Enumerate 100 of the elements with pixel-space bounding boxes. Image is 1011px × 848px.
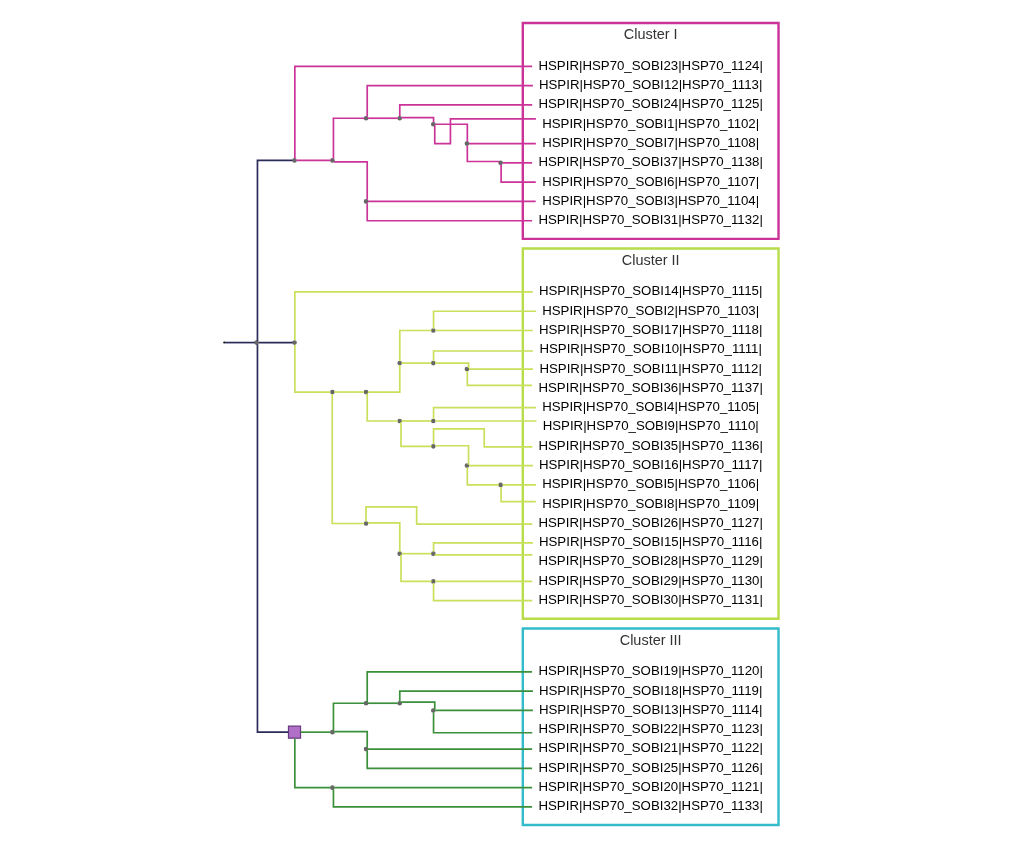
node-text: HSPIR|HSP70_SOBI17|HSP70_1118| <box>538 321 762 337</box>
connector <box>365 750 533 770</box>
connector <box>256 343 289 734</box>
connector <box>332 730 368 749</box>
connector <box>467 142 537 145</box>
node-text: HSPIR|HSP70_SOBI10|HSP70_1111| <box>538 341 762 357</box>
node-point <box>396 418 402 424</box>
node-text: HSPIR|HSP70_SOBI2|HSP70_1103| <box>541 302 759 318</box>
node-point <box>430 360 436 366</box>
node-point <box>329 729 335 735</box>
connector <box>365 671 533 703</box>
node-text: HSPIR|HSP70_SOBI14|HSP70_1115| <box>538 283 762 299</box>
connector <box>432 310 537 330</box>
connector <box>293 737 331 789</box>
node-point <box>396 360 402 366</box>
connector <box>399 554 432 583</box>
connector <box>499 163 537 183</box>
connector <box>366 364 401 393</box>
connector <box>400 116 434 124</box>
connector <box>466 370 533 387</box>
node-point <box>363 389 368 395</box>
connector <box>433 420 537 422</box>
connector <box>293 291 534 342</box>
connector <box>400 552 432 555</box>
node-text: HSPIR|HSP70_SOBI4|HSP70_1105| <box>541 399 759 415</box>
node-text: HSPIR|HSP70_SOBI21|HSP70_1122| <box>537 740 763 756</box>
connector <box>400 362 432 364</box>
node-text: HSPIR|HSP70_SOBI25|HSP70_1126| <box>537 759 763 775</box>
node-point <box>430 708 436 713</box>
connector <box>332 117 365 160</box>
node-point <box>430 418 436 424</box>
node-text: HSPIR|HSP70_SOBI35|HSP70_1136| <box>537 437 763 453</box>
node-point <box>430 579 436 584</box>
node-point <box>363 115 368 121</box>
node-text: HSPIR|HSP70_SOBI26|HSP70_1127| <box>537 514 763 530</box>
connector <box>366 117 399 120</box>
node-text: HSPIR|HSP70_SOBI15|HSP70_1116| <box>538 534 762 550</box>
node-point <box>363 521 368 526</box>
connector <box>467 464 534 467</box>
node-text: HSPIR|HSP70_SOBI8|HSP70_1109| <box>541 495 759 511</box>
node-point <box>430 121 436 127</box>
connector <box>432 406 537 420</box>
connector <box>365 392 399 422</box>
connector <box>366 748 533 750</box>
connector <box>332 161 368 201</box>
node-point <box>464 141 469 146</box>
connector <box>501 162 533 164</box>
connector <box>333 786 533 789</box>
node-text: HSPIR|HSP70_SOBI24|HSP70_1125| <box>537 96 763 112</box>
node-point <box>329 785 335 790</box>
connector <box>398 329 432 363</box>
node-text: HSPIR|HSP70_SOBI3|HSP70_1104| <box>541 192 759 208</box>
connector <box>365 84 534 118</box>
node-text: HSPIR|HSP70_SOBI7|HSP70_1108| <box>541 134 759 150</box>
node-text: HSPIR|HSP70_SOBI32|HSP70_1133| <box>537 798 763 814</box>
node-text: HSPIR|HSP70_SOBI6|HSP70_1107| <box>541 173 759 189</box>
connector <box>466 466 500 486</box>
node-point <box>430 328 436 333</box>
node-point <box>464 366 469 372</box>
connector <box>299 731 331 734</box>
connector <box>330 393 365 525</box>
connector <box>466 144 500 163</box>
connector <box>432 541 534 553</box>
connector <box>433 580 533 583</box>
connector <box>398 690 534 703</box>
node-point <box>396 115 402 121</box>
connector <box>433 554 533 556</box>
node-point <box>253 340 259 345</box>
node-point <box>396 700 402 706</box>
connector <box>432 350 534 363</box>
node-box <box>287 725 301 739</box>
node-text: HSPIR|HSP70_SOBI19|HSP70_1120| <box>537 663 763 679</box>
connector <box>399 701 436 710</box>
node-point <box>291 158 297 163</box>
connector <box>499 486 537 503</box>
connector <box>256 159 293 342</box>
connector <box>366 522 401 553</box>
connector <box>366 702 399 705</box>
node-point <box>291 340 297 345</box>
connector <box>295 159 331 162</box>
node-text: HSPIR|HSP70_SOBI13|HSP70_1114| <box>538 701 762 717</box>
connector <box>398 104 533 117</box>
connector <box>293 343 331 393</box>
connector <box>433 123 468 143</box>
node-text: HSPIR|HSP70_SOBI12|HSP70_1113| <box>538 77 762 93</box>
node-point <box>363 700 368 706</box>
node-text: HSPIR|HSP70_SOBI22|HSP70_1123| <box>537 721 763 737</box>
node-text: HSPIR|HSP70_SOBI23|HSP70_1124| <box>537 57 763 73</box>
connector <box>432 711 533 734</box>
node-point <box>430 551 436 556</box>
node-point <box>497 160 503 166</box>
node-text: HSPIR|HSP70_SOBI1|HSP70_1102| <box>541 115 759 131</box>
node-point <box>329 389 335 395</box>
connector <box>467 368 534 370</box>
connector <box>364 506 533 525</box>
connector <box>366 200 537 203</box>
connector <box>332 702 365 732</box>
connector <box>332 788 533 808</box>
node-point <box>430 443 436 449</box>
node-point <box>464 463 469 468</box>
